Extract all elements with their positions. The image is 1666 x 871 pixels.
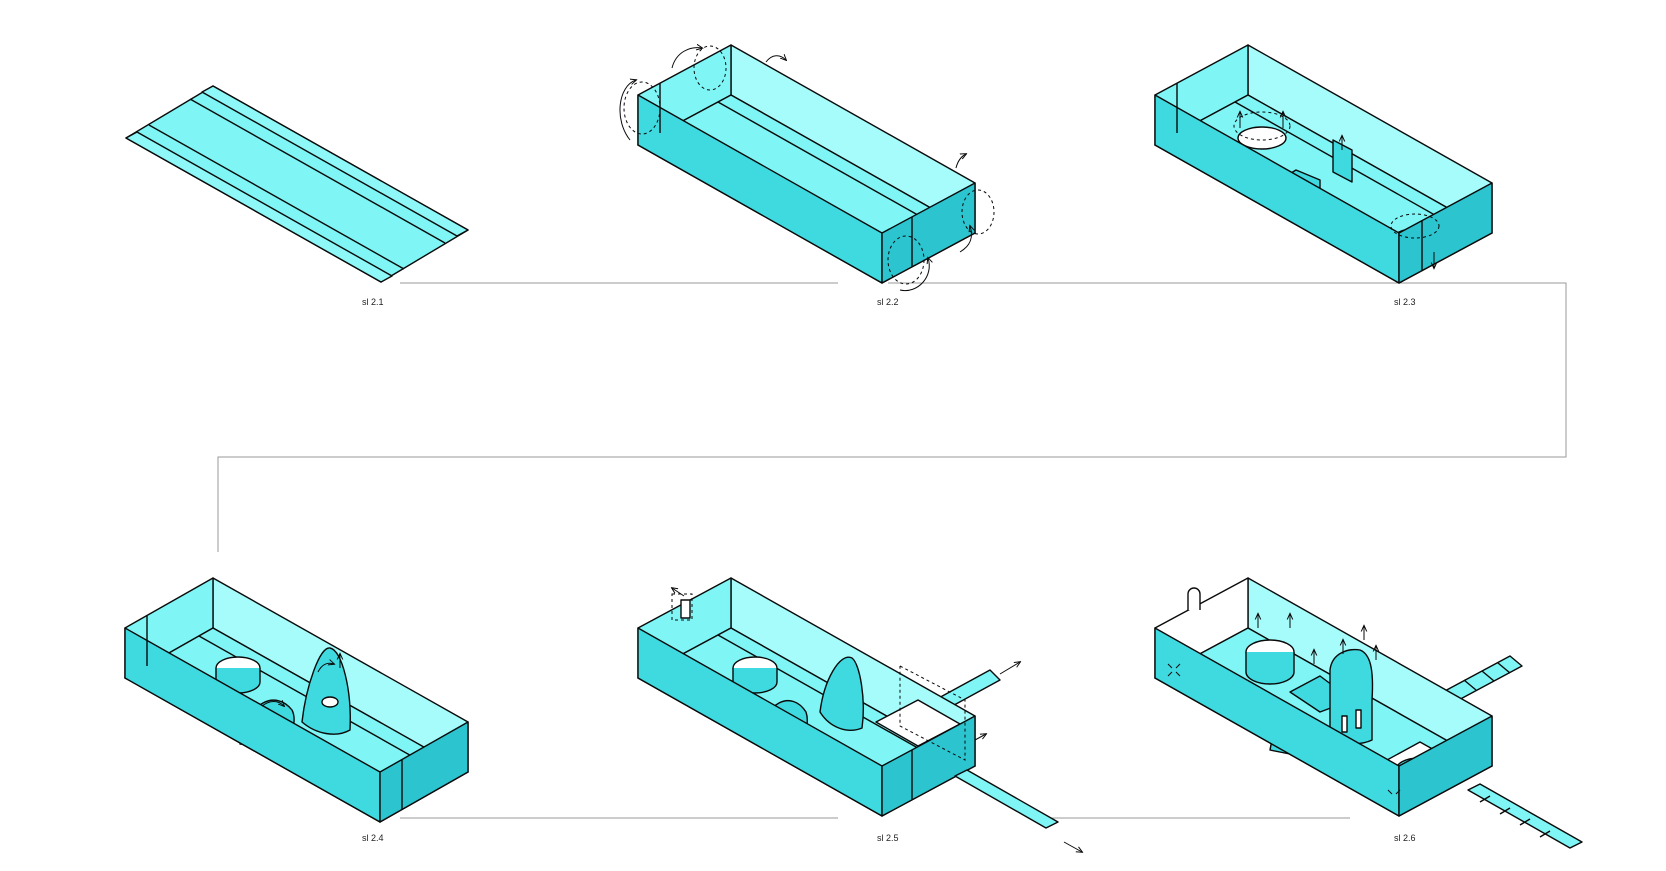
step-2-5-extension-indicators — [672, 588, 1082, 852]
flat-sheet-panel — [125, 85, 469, 283]
tapered-column-form — [819, 656, 864, 731]
floor-circular-opening — [1237, 126, 1287, 150]
fold-arrow-icon-1 — [619, 80, 636, 141]
tray-end-wall — [881, 182, 976, 284]
fold-dashed-circle-3 — [887, 235, 925, 285]
door-dashed-outline — [671, 593, 693, 621]
ladder-rung — [1479, 795, 1491, 803]
step-connectors — [217, 282, 1567, 819]
fold-line-front — [148, 124, 405, 270]
tray-end-wall — [881, 715, 976, 817]
extend-arrow-icon-4 — [974, 734, 986, 741]
pop-up-dashed-outline-1 — [1233, 111, 1291, 141]
step-label-2-4: sl 2.4 — [362, 833, 384, 843]
step-2-4-rotation-indicators — [261, 654, 340, 707]
fold-arrow-icon-3 — [765, 56, 786, 63]
step-2-6-final-assembly — [1154, 577, 1583, 849]
step-2-3-pop-up-indicators — [1233, 111, 1440, 268]
extend-arrow-icon-2 — [1063, 841, 1082, 852]
step-2-6-pop-up-indicators — [1167, 614, 1401, 795]
ladder-strip-rear — [1467, 783, 1583, 849]
step-2-1-flat-sheet — [125, 85, 469, 283]
rotate-arrow-icon-2 — [317, 663, 334, 673]
fold-dashed-circle-2 — [693, 45, 727, 91]
pop-up-dashed-outline-2 — [1390, 213, 1440, 239]
ladder-rung — [1539, 830, 1551, 838]
extend-arrow-icon-3 — [672, 588, 685, 597]
step-label-2-1: sl 2.1 — [362, 297, 384, 307]
extension-strip-rear — [954, 769, 1059, 829]
step-label-2-2: sl 2.2 — [877, 297, 899, 307]
fold-arrow-icon-2 — [671, 48, 702, 69]
fold-arrow-icon-6 — [959, 226, 972, 253]
flat-sheet-strip-back — [201, 85, 469, 237]
tapered-column-opening — [321, 696, 339, 708]
corner-mark-icon-2 — [1387, 789, 1401, 795]
cylinder-pod-body — [1245, 652, 1295, 685]
step-label-2-6: sl 2.6 — [1394, 833, 1416, 843]
fold-dashed-circle-1 — [623, 81, 661, 135]
fold-dashed-circle-4 — [961, 189, 995, 235]
column-slot — [1341, 715, 1348, 733]
ladder-rung — [1497, 662, 1511, 674]
step-label-2-5: sl 2.5 — [877, 833, 899, 843]
door-cutout — [680, 599, 691, 619]
ladder-rung — [1519, 818, 1531, 826]
arched-doorway — [1187, 587, 1201, 610]
step-label-2-3: sl 2.3 — [1394, 297, 1416, 307]
step-2-2-fold-indicators — [619, 45, 995, 292]
step-2-3-tray-with-openings — [1154, 44, 1493, 284]
flat-sheet-strip-front — [125, 131, 393, 283]
extension-dashed-outline — [899, 665, 966, 761]
tray-end-wall — [1398, 715, 1493, 817]
fold-arrow-icon-4 — [955, 154, 966, 169]
step-2-2-folded-tray — [637, 44, 976, 284]
folded-fin-right — [1332, 139, 1353, 183]
corner-mark-icon-1 — [1167, 663, 1181, 677]
ladder-rung — [1463, 679, 1477, 691]
connector-3-4 — [217, 282, 1567, 552]
tall-column-form — [1329, 648, 1374, 745]
step-2-5-tray-with-extensions — [637, 577, 1059, 829]
extend-arrow-icon-1 — [999, 662, 1020, 675]
tapered-column-form — [301, 647, 351, 735]
fold-line-back — [189, 98, 446, 244]
ladder-rung — [1481, 670, 1495, 682]
fold-arrow-icon-5 — [899, 258, 929, 292]
rotate-arrow-icon-1 — [261, 702, 284, 707]
column-slot — [1355, 709, 1362, 729]
step-2-4-tray-with-raised-forms — [124, 577, 469, 823]
ladder-rung — [1499, 807, 1511, 815]
